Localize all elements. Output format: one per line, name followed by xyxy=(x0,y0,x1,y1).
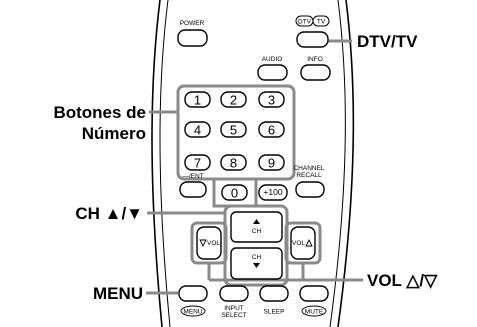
ent-label: —/ENT xyxy=(182,173,203,180)
dtv-tv-button[interactable] xyxy=(296,31,329,48)
input-label: INPUT xyxy=(224,305,244,312)
vol-down-triangle-icon xyxy=(199,239,207,248)
number-pad: 1 2 3 4 5 6 7 8 9 0 xyxy=(184,91,285,201)
info-button[interactable] xyxy=(300,64,331,81)
digit-4-label: 4 xyxy=(194,123,201,138)
menu-callout: MENU xyxy=(93,284,143,303)
vol-callout: VOL △/▽ xyxy=(367,271,438,290)
vol-up-button[interactable] xyxy=(290,226,316,260)
mute-label: MUTE xyxy=(305,309,324,316)
power-label: POWER xyxy=(180,20,205,27)
remote-body xyxy=(151,0,355,327)
tv-label: TV xyxy=(317,19,326,26)
digit-0-label: 0 xyxy=(231,186,238,201)
number-button-9[interactable] xyxy=(258,154,285,171)
ch-up-button[interactable] xyxy=(230,211,283,243)
number-button-4[interactable] xyxy=(184,121,211,138)
sleep-label: SLEEP xyxy=(264,309,285,316)
ch-up-label: CH xyxy=(252,228,262,235)
mute-label-pill xyxy=(301,305,327,317)
digit-5-label: 5 xyxy=(230,123,237,138)
vol-down-label: VOL xyxy=(207,240,220,247)
plus100-label: +100 xyxy=(263,187,282,197)
number-buttons-callout-line2: Número xyxy=(82,124,146,143)
number-button-6[interactable] xyxy=(258,121,285,138)
number-button-5[interactable] xyxy=(220,121,247,138)
dtv-tv-callout: DTV/TV xyxy=(357,32,418,51)
number-button-3[interactable] xyxy=(258,91,285,108)
input-select-button[interactable] xyxy=(219,285,249,302)
digit-3-label: 3 xyxy=(268,93,275,108)
dtv-tv-tabs: DTV TV xyxy=(295,15,330,27)
ch-down-label: CH xyxy=(252,254,262,261)
number-button-1[interactable] xyxy=(184,91,211,108)
up-triangle-icon xyxy=(253,219,260,224)
down-triangle-icon xyxy=(253,263,260,268)
vol-down-button[interactable] xyxy=(196,226,222,260)
number-button-7[interactable] xyxy=(184,154,211,171)
info-label: INFO xyxy=(307,56,323,63)
vol-up-label: VOL xyxy=(292,240,305,247)
audio-label: AUDIO xyxy=(262,56,283,63)
digit-7-label: 7 xyxy=(194,156,201,171)
select-label: SELECT xyxy=(221,312,246,319)
digit-2-label: 2 xyxy=(230,93,237,108)
ch-callout: CH ▲/▼ xyxy=(75,204,143,223)
power-button[interactable] xyxy=(177,29,208,47)
ent-button[interactable] xyxy=(179,181,207,198)
menu-label-pill xyxy=(180,305,206,317)
channel-recall-button[interactable] xyxy=(295,181,325,198)
digit-6-label: 6 xyxy=(268,123,275,138)
dtv-label: DTV xyxy=(298,19,312,26)
number-buttons-highlight xyxy=(176,84,296,181)
audio-button[interactable] xyxy=(257,64,288,81)
plus100-button[interactable] xyxy=(258,184,288,201)
vol-up-triangle-icon xyxy=(305,238,313,247)
digit-1-label: 1 xyxy=(194,93,201,108)
menu-button[interactable] xyxy=(178,285,208,302)
number-button-8[interactable] xyxy=(220,154,247,171)
number-button-0[interactable] xyxy=(221,184,248,201)
channel-label: CHANNEL xyxy=(293,165,324,172)
digit-9-label: 9 xyxy=(268,156,275,171)
vol-leader xyxy=(301,263,363,282)
recall-label: RECALL xyxy=(296,172,322,179)
number-buttons-callout-line1: Botones de xyxy=(53,103,146,122)
menu-label: MENU xyxy=(183,309,202,316)
sleep-button[interactable] xyxy=(259,285,289,302)
number-button-2[interactable] xyxy=(220,91,247,108)
mute-button[interactable] xyxy=(299,285,329,302)
digit-8-label: 8 xyxy=(230,156,237,171)
